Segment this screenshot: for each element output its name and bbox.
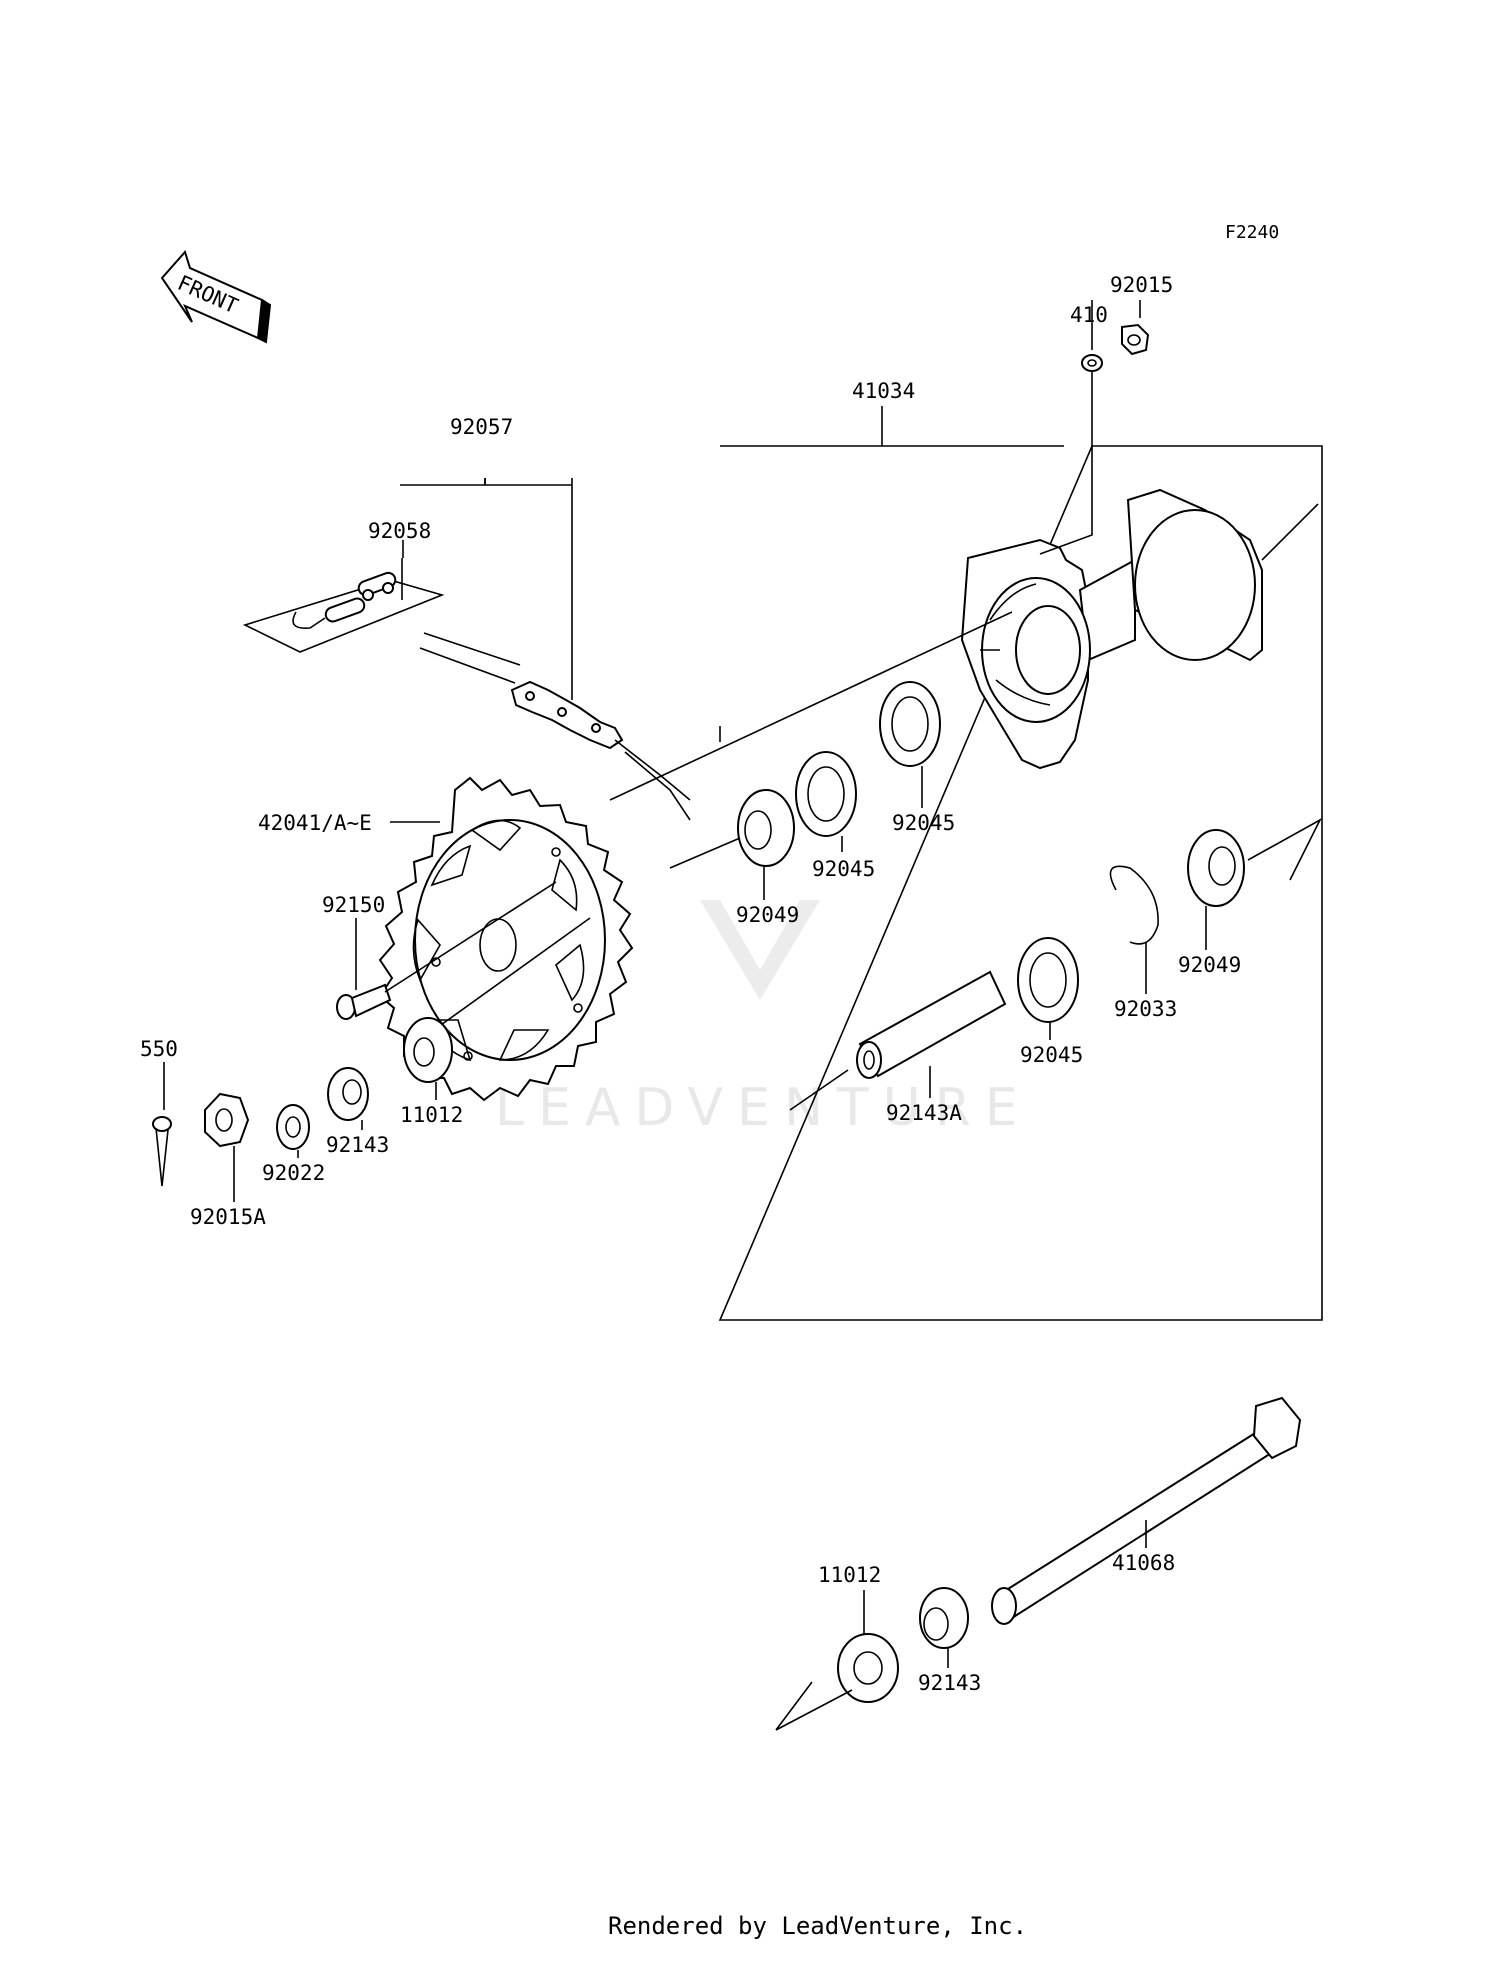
label-11012-a[interactable]: 11012 bbox=[400, 1103, 463, 1127]
rear-sprocket bbox=[378, 776, 634, 1102]
label-92015A[interactable]: 92015A bbox=[190, 1205, 266, 1229]
label-42041[interactable]: 42041/A~E bbox=[258, 811, 372, 835]
label-92049-right[interactable]: 92049 bbox=[1178, 953, 1241, 977]
label-550[interactable]: 550 bbox=[140, 1037, 178, 1061]
label-92143A[interactable]: 92143A bbox=[886, 1101, 962, 1125]
nut-92015 bbox=[1121, 323, 1150, 356]
label-92057[interactable]: 92057 bbox=[450, 415, 513, 439]
front-arrow-icon: FRONT bbox=[160, 250, 272, 344]
label-92049-left[interactable]: 92049 bbox=[736, 903, 799, 927]
drive-chain bbox=[242, 571, 691, 821]
label-11012-b[interactable]: 11012 bbox=[818, 1563, 881, 1587]
collar-11012-b bbox=[837, 1633, 899, 1703]
label-92045-c[interactable]: 92045 bbox=[1020, 1043, 1083, 1067]
axle-41068 bbox=[991, 1396, 1302, 1625]
circlip-92033 bbox=[1109, 865, 1159, 945]
spacer-92143A bbox=[856, 970, 1007, 1079]
label-92033[interactable]: 92033 bbox=[1114, 997, 1177, 1021]
spacer-92143-a bbox=[327, 1067, 369, 1121]
label-92143-a[interactable]: 92143 bbox=[326, 1133, 389, 1157]
oil-seal-92049-left bbox=[737, 789, 795, 867]
part-labels: 92015 410 41034 92057 92058 42041/A~E 92… bbox=[140, 273, 1241, 1695]
label-92045-b[interactable]: 92045 bbox=[892, 811, 955, 835]
leader-lines bbox=[163, 300, 1207, 1668]
castle-nut-92015A bbox=[204, 1092, 250, 1148]
hub-assembly-box bbox=[718, 406, 1323, 1321]
label-92150[interactable]: 92150 bbox=[322, 893, 385, 917]
label-92143-b[interactable]: 92143 bbox=[918, 1671, 981, 1695]
oil-seal-92049-right bbox=[1187, 829, 1245, 907]
spacer-92143-b bbox=[919, 1587, 969, 1649]
rear-hub bbox=[960, 488, 1319, 770]
washer-410 bbox=[1081, 354, 1103, 372]
label-41034[interactable]: 41034 bbox=[852, 379, 915, 403]
bolt-92150 bbox=[336, 983, 392, 1020]
label-41068[interactable]: 41068 bbox=[1112, 1551, 1175, 1575]
label-410[interactable]: 410 bbox=[1070, 303, 1108, 327]
label-92045-a[interactable]: 92045 bbox=[812, 857, 875, 881]
figure-code: F2240 bbox=[1225, 222, 1279, 243]
label-92058[interactable]: 92058 bbox=[368, 519, 431, 543]
collar-11012-a bbox=[403, 1017, 453, 1083]
watermark: LEADVENTURE bbox=[495, 900, 1018, 1138]
cotter-pin-550 bbox=[152, 1116, 172, 1187]
bearing-92045-a bbox=[795, 751, 857, 837]
washer-92022 bbox=[276, 1104, 310, 1150]
footer-credit: Rendered by LeadVenture, Inc. bbox=[608, 1912, 1027, 1940]
label-92015[interactable]: 92015 bbox=[1110, 273, 1173, 297]
bearing-92045-b bbox=[879, 681, 941, 767]
bearing-92045-c bbox=[1017, 937, 1079, 1023]
label-92022[interactable]: 92022 bbox=[262, 1161, 325, 1185]
